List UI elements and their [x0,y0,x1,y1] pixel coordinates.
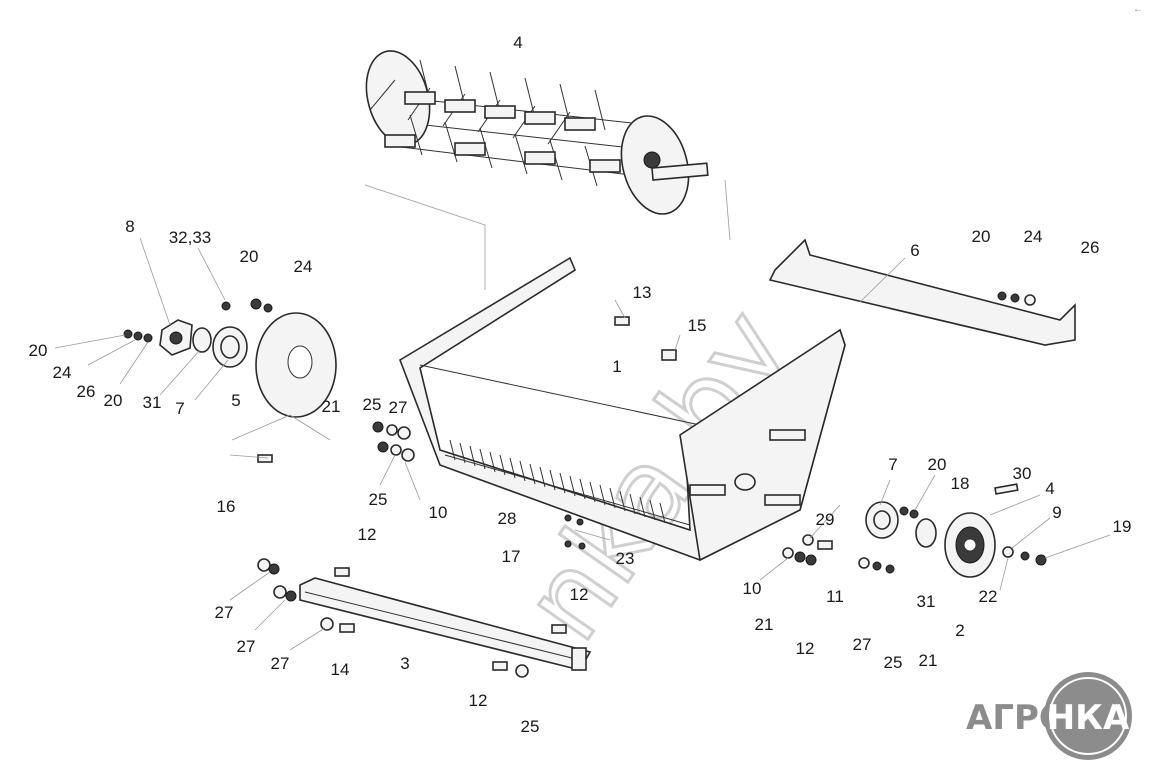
rotor-assembly [365,50,709,215]
label-25-d: 25 [884,653,903,672]
housing-frame [399,256,846,562]
cover-plate [768,238,1076,346]
label-27-b: 27 [215,603,234,622]
label-16: 16 [217,497,236,516]
label-26-b: 26 [1081,238,1100,257]
label-25-b: 25 [369,490,388,509]
label-3: 3 [400,654,409,673]
label-27-a: 27 [389,398,408,417]
label-27-c: 27 [237,637,256,656]
label-31-b: 31 [917,592,936,611]
label-12-b: 12 [570,585,589,604]
label-21-b: 21 [755,615,774,634]
label-18: 18 [951,474,970,493]
label-19: 19 [1113,517,1132,536]
label-21-c: 21 [919,651,938,670]
label-13: 13 [633,283,652,302]
logo-circle-text: НКА [1047,698,1130,738]
comb-bar [299,577,592,671]
label-12-a: 12 [358,525,377,544]
label-2: 2 [955,621,964,640]
part-labels: 4 8 32,33 20 24 20 24 26 20 31 7 5 21 25… [29,33,1132,736]
label-6: 6 [910,241,919,260]
label-24-c: 24 [1024,227,1043,246]
label-20-c: 20 [104,391,123,410]
label-27-d: 27 [271,654,290,673]
label-32-33: 32,33 [169,228,212,247]
label-20-e: 20 [928,455,947,474]
fasteners [257,316,677,678]
label-21-a: 21 [322,397,341,416]
label-4-rotor: 4 [513,33,522,52]
label-24-b: 24 [53,363,72,382]
label-4-right: 4 [1045,479,1054,498]
label-28: 28 [498,509,517,528]
agronka-logo: АГРО НКА [966,672,1132,760]
label-10-a: 10 [429,503,448,522]
label-30: 30 [1013,464,1032,483]
label-5: 5 [231,391,240,410]
label-27-e: 27 [853,635,872,654]
label-9: 9 [1052,503,1061,522]
label-8: 8 [125,217,134,236]
right-side-parts [782,291,1047,578]
label-15: 15 [688,316,707,335]
label-31-a: 31 [143,393,162,412]
label-11: 11 [826,587,844,606]
label-20-b: 20 [29,341,48,360]
leader-lines [54,237,1111,651]
label-23: 23 [616,549,635,568]
logo-circle [1044,672,1132,760]
label-12-d: 12 [796,639,815,658]
label-26-a: 26 [77,382,96,401]
left-side-parts [123,298,337,463]
label-7-a: 7 [175,399,184,418]
label-24-a: 24 [294,257,313,276]
label-20-d: 20 [972,227,991,246]
label-25-a: 25 [363,395,382,414]
label-10-b: 10 [743,579,762,598]
label-1: 1 [612,357,621,376]
corner-mark: ← [1133,4,1143,15]
label-12-c: 12 [469,691,488,710]
label-20-a: 20 [240,247,259,266]
label-17: 17 [502,547,521,566]
label-22: 22 [979,587,998,606]
label-25-c: 25 [521,717,540,736]
label-29: 29 [816,510,835,529]
label-14: 14 [331,660,350,679]
label-7-b: 7 [888,455,897,474]
